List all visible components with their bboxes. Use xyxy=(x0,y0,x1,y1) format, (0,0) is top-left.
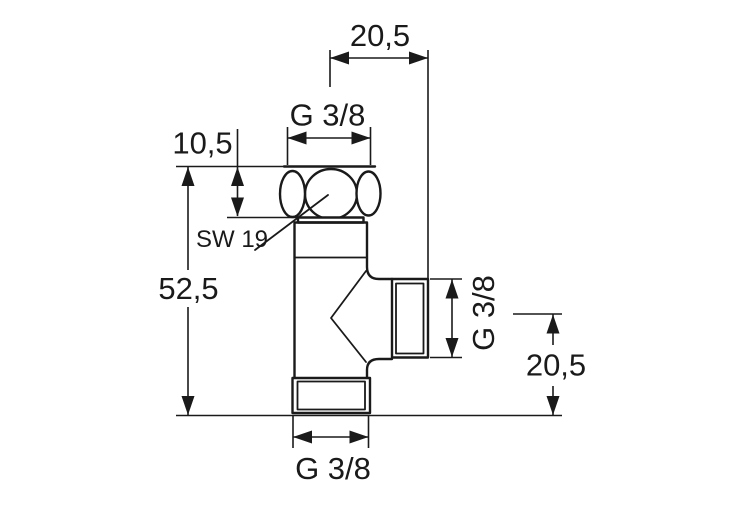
dim-bottom-thread-arrow-right xyxy=(349,430,369,444)
side-outlet-thread-inner xyxy=(395,282,425,355)
label-top-width: 20,5 xyxy=(350,18,410,53)
label-top-thread: G 3/8 xyxy=(290,98,366,133)
dimensions: 20,5 G 3/8 10,5 SW 19 52,5 xyxy=(158,18,586,486)
label-nut-height: 10,5 xyxy=(172,126,232,161)
dim-overall-height-arrow-down xyxy=(181,396,195,415)
bottom-thread-outer xyxy=(291,376,372,415)
dim-side-thread-arrow-down xyxy=(445,338,459,357)
dim-nut-height-arrow-up xyxy=(231,167,244,186)
label-bottom-thread: G 3/8 xyxy=(295,451,371,486)
dim-top-thread-arrow-left xyxy=(287,131,307,145)
dim-overall-height-arrow-up xyxy=(181,167,195,186)
dim-top-thread-arrow-right xyxy=(351,131,371,145)
cap-nut-center-lobe xyxy=(303,167,359,221)
label-side-thread: G 3/8 xyxy=(466,275,501,351)
bottom-thread-inner xyxy=(296,380,366,411)
dim-bottom-thread-arrow-left xyxy=(293,430,312,444)
valve-body-outline xyxy=(293,221,394,380)
side-outlet-thread-outer xyxy=(390,277,430,359)
wrench-size-leader-line xyxy=(254,194,329,251)
dim-top-width-arrow-left xyxy=(330,51,349,65)
internal-cone-lines xyxy=(330,270,367,363)
dim-top-width-arrow-right xyxy=(409,51,428,65)
cap-nut-left-lobe xyxy=(278,169,307,219)
dim-nut-height-arrow-down xyxy=(231,197,244,217)
dim-side-offset-arrow-down xyxy=(546,396,560,415)
dim-side-offset-arrow-up xyxy=(546,314,560,334)
label-overall-height: 52,5 xyxy=(158,271,218,306)
cap-nut-right-lobe xyxy=(355,170,382,217)
dim-side-thread-arrow-up xyxy=(445,279,459,299)
part-outline xyxy=(254,165,430,415)
label-wrench-size: SW 19 xyxy=(196,226,268,253)
label-side-offset: 20,5 xyxy=(526,348,586,383)
